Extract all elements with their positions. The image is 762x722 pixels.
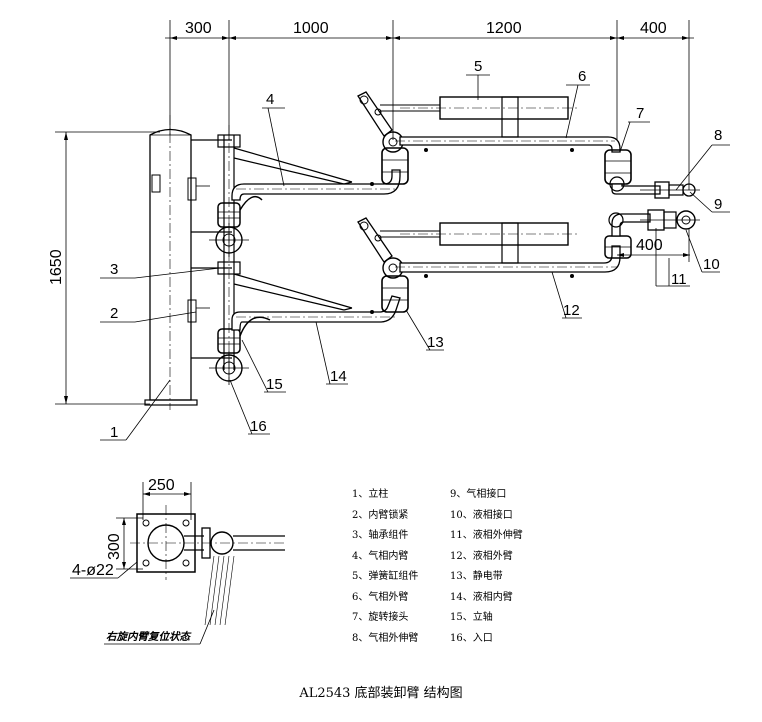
dim-1200: 1200 [486, 20, 522, 37]
callout-1: 1 [110, 424, 118, 441]
dim-300-top: 300 [185, 20, 212, 37]
parts-legend: 1、立柱 9、气相接口 2、内臂锁紧 10、液相接口 3、轴承组件 11、液相外伸臂 4、气… [352, 485, 552, 649]
legend-item: 11、液相外伸臂 [450, 530, 523, 541]
legend-item: 12、液相外臂 [450, 550, 513, 562]
liquid-outer-arm [357, 209, 700, 273]
callout-4: 4 [266, 91, 274, 108]
legend-item: 4、气相内臂 [352, 550, 409, 562]
vapour-outer-arm [357, 91, 700, 199]
callout-7: 7 [636, 105, 644, 122]
legend-item: 2、内臂锁紧 [352, 509, 409, 521]
legend-row: 7、旋转接头 15、立轴 [352, 608, 552, 629]
holes-label: 4-ø22 [72, 562, 114, 579]
detail-view: 250 300 4-ø22 右旋内臂 [70, 477, 285, 645]
legend-item: 13、静电带 [450, 571, 503, 582]
legend-row: 6、气相外臂 14、液相内臂 [352, 588, 552, 609]
callout-5: 5 [474, 58, 482, 75]
legend-item: 15、立轴 [450, 612, 493, 623]
dim-400-top: 400 [640, 20, 667, 37]
legend-row: 1、立柱 9、气相接口 [352, 485, 552, 506]
legend-item: 10、液相接口 [450, 509, 513, 521]
callouts: 1 2 3 4 5 6 7 8 9 10 [100, 58, 730, 441]
legend-row: 2、内臂锁紧 10、液相接口 [352, 506, 552, 527]
height-dimension: 1650 [48, 131, 160, 405]
callout-13: 13 [427, 334, 444, 351]
legend-row: 3、轴承组件 11、液相外伸臂 [352, 526, 552, 547]
callout-3: 3 [110, 261, 118, 278]
callout-15: 15 [266, 376, 283, 393]
legend-item: 7、旋转接头 [352, 612, 409, 623]
callout-8: 8 [714, 127, 722, 144]
mid-dimension: 400 [617, 228, 690, 262]
legend-item: 8、气相外伸臂 [352, 632, 419, 644]
callout-16: 16 [250, 418, 267, 435]
legend-item: 6、气相外臂 [352, 591, 409, 603]
inlet-flanges [209, 223, 249, 385]
static-strap [239, 148, 574, 337]
liquid-inner-arm [231, 257, 409, 331]
legend-item: 16、入口 [450, 632, 493, 644]
dim-400-mid: 400 [636, 237, 663, 254]
dim-1000: 1000 [293, 20, 329, 37]
callout-10: 10 [703, 256, 720, 273]
legend-item: 14、液相内臂 [450, 591, 513, 603]
legend-item: 1、立柱 [352, 489, 389, 500]
callout-11: 11 [671, 271, 687, 288]
legend-item: 9、气相接口 [450, 489, 507, 500]
callout-12: 12 [563, 302, 580, 319]
column [144, 115, 232, 410]
dim-1650: 1650 [48, 249, 65, 285]
legend-item: 5、弹簧缸组件 [352, 571, 419, 582]
dim-250: 250 [148, 477, 175, 494]
legend-row: 4、气相内臂 12、液相外臂 [352, 547, 552, 568]
legend-row: 8、气相外伸臂 16、入口 [352, 629, 552, 650]
detail-note: 右旋内臂复位状态 [106, 630, 192, 643]
legend-row: 5、弹簧缸组件 13、静电带 [352, 567, 552, 588]
callout-9: 9 [714, 196, 722, 213]
callout-6: 6 [578, 68, 586, 85]
vapour-inner-arm [231, 131, 409, 201]
dim-300-side: 300 [106, 533, 123, 560]
legend-item: 3、轴承组件 [352, 530, 409, 541]
top-dimensions: 300 1000 1200 400 [165, 20, 694, 190]
callout-2: 2 [110, 305, 118, 322]
drawing-caption: AL2543 底部装卸臂 结构图 [299, 686, 463, 701]
callout-14: 14 [330, 368, 347, 385]
